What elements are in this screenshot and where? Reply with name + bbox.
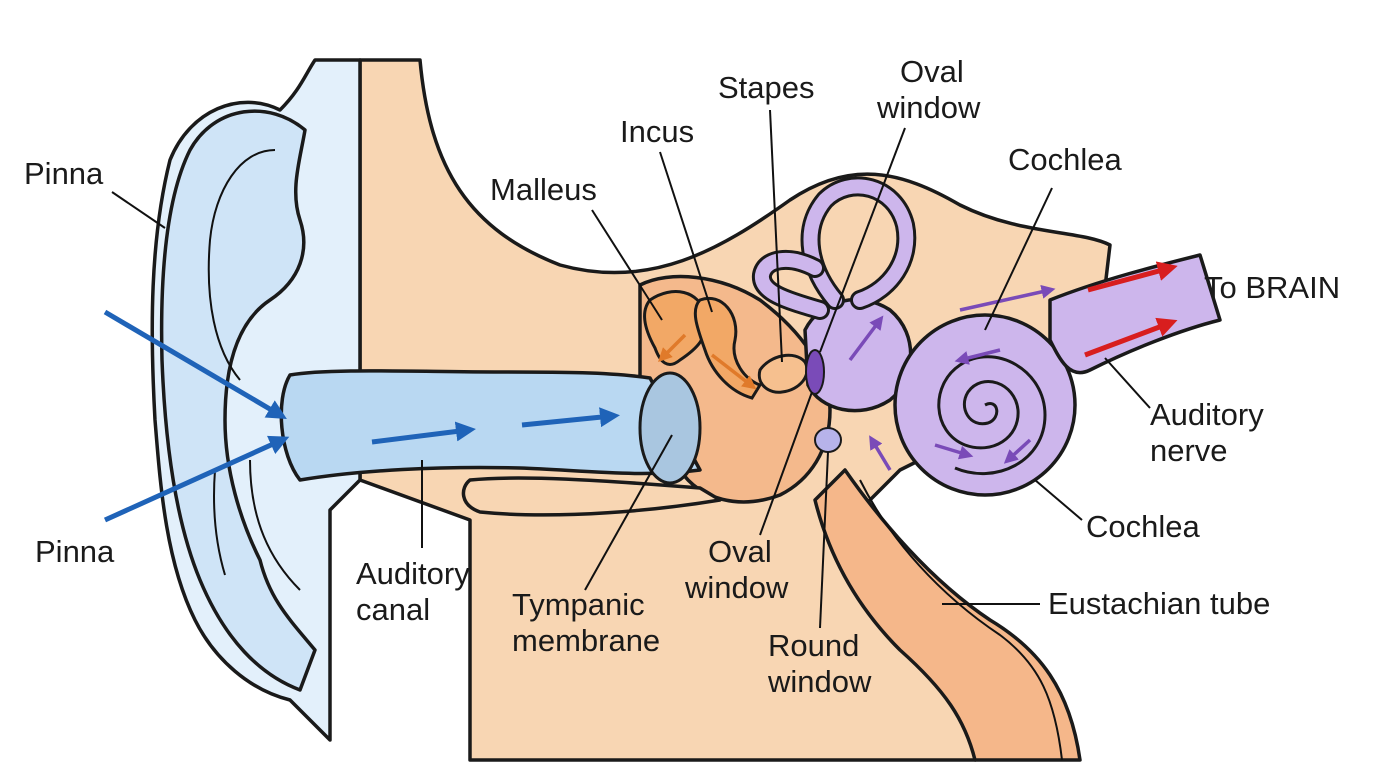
incus-bone: [693, 296, 763, 400]
leader-round-window: [819, 451, 829, 629]
label-pinna-bottom: Pinna: [35, 534, 115, 569]
ossicle-arrow-1: [658, 333, 687, 362]
label-pinna-top: Pinna: [24, 156, 104, 191]
label-to-brain: To BRAIN: [1204, 270, 1340, 305]
label-auditory-nerve-line2: nerve: [1150, 433, 1228, 468]
label-cochlea-bottom: Cochlea: [1086, 509, 1200, 544]
auditory-canal: [279, 369, 702, 482]
label-auditory-canal-line1: Auditory: [356, 556, 470, 591]
sound-arrow-4: [521, 407, 620, 428]
leader-incus: [659, 151, 713, 313]
leader-oval-window-top: [819, 127, 906, 353]
to-brain-arrow-2: [1084, 317, 1178, 358]
label-malleus: Malleus: [490, 172, 597, 207]
label-oval-window-top-line2: window: [876, 90, 981, 125]
leader-auditory-nerve: [1104, 357, 1151, 409]
lower-canal-wall: [461, 476, 722, 517]
sound-arrow-3: [371, 421, 476, 445]
sound-arrow-2: [103, 435, 290, 523]
label-cochlea-top: Cochlea: [1008, 142, 1122, 177]
tympanic-membrane-shape: [638, 371, 702, 485]
label-tympanic-line1: Tympanic: [512, 587, 645, 622]
cochlea-spiral: [937, 355, 1047, 476]
leader-tympanic: [584, 434, 673, 591]
leader-cochlea-bottom: [1034, 479, 1083, 521]
pinna: [159, 109, 317, 692]
round-window-shape: [814, 427, 842, 453]
eustachian-tube: [813, 468, 1082, 762]
label-round-window-line1: Round: [768, 628, 859, 663]
label-tympanic-line2: membrane: [512, 623, 660, 658]
label-oval-window-bottom-line2: window: [684, 570, 789, 605]
to-brain-arrow-1: [1087, 261, 1178, 293]
leader-oval-window-bottom: [759, 391, 813, 536]
label-stapes: Stapes: [718, 70, 815, 105]
label-incus: Incus: [620, 114, 694, 149]
leader-stapes: [769, 109, 783, 363]
malleus-bone: [643, 290, 708, 366]
leader-cochlea-top: [984, 187, 1053, 331]
label-round-window-line2: window: [767, 664, 872, 699]
sound-arrow-1: [103, 309, 287, 420]
ossicle-arrow-2: [710, 353, 757, 390]
leader-pinna-top: [111, 191, 166, 229]
oval-window-shape: [805, 349, 825, 395]
label-oval-window-bottom-line1: Oval: [708, 534, 772, 569]
label-oval-window-top-line1: Oval: [900, 54, 964, 89]
label-auditory-nerve-line1: Auditory: [1150, 397, 1264, 432]
leader-malleus: [591, 209, 663, 321]
label-eustachian-tube: Eustachian tube: [1048, 586, 1270, 621]
label-auditory-canal-line2: canal: [356, 592, 430, 627]
